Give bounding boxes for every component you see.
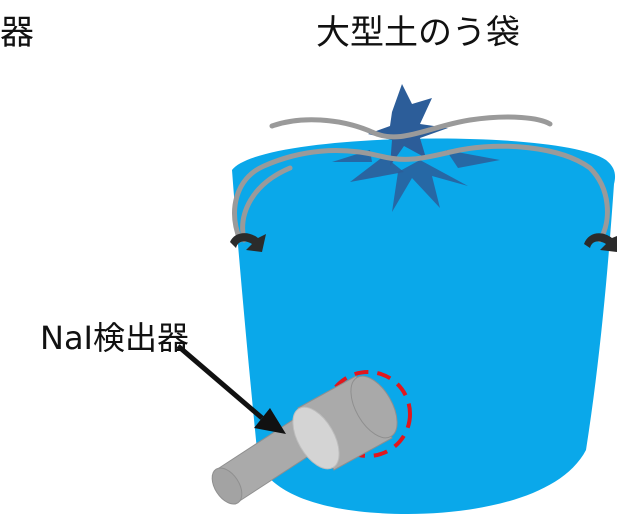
- pointer-arrow-icon: [176, 344, 286, 434]
- rope-end-icon: [230, 233, 617, 252]
- measurement-area-circle: [324, 370, 412, 458]
- rope-icon: [232, 114, 610, 243]
- partial-top-left-label: 器: [0, 13, 34, 53]
- bag-label: 大型土のう袋: [316, 13, 520, 53]
- nai-detector-icon: [211, 375, 398, 505]
- detector-label: NaI検出器: [40, 319, 189, 357]
